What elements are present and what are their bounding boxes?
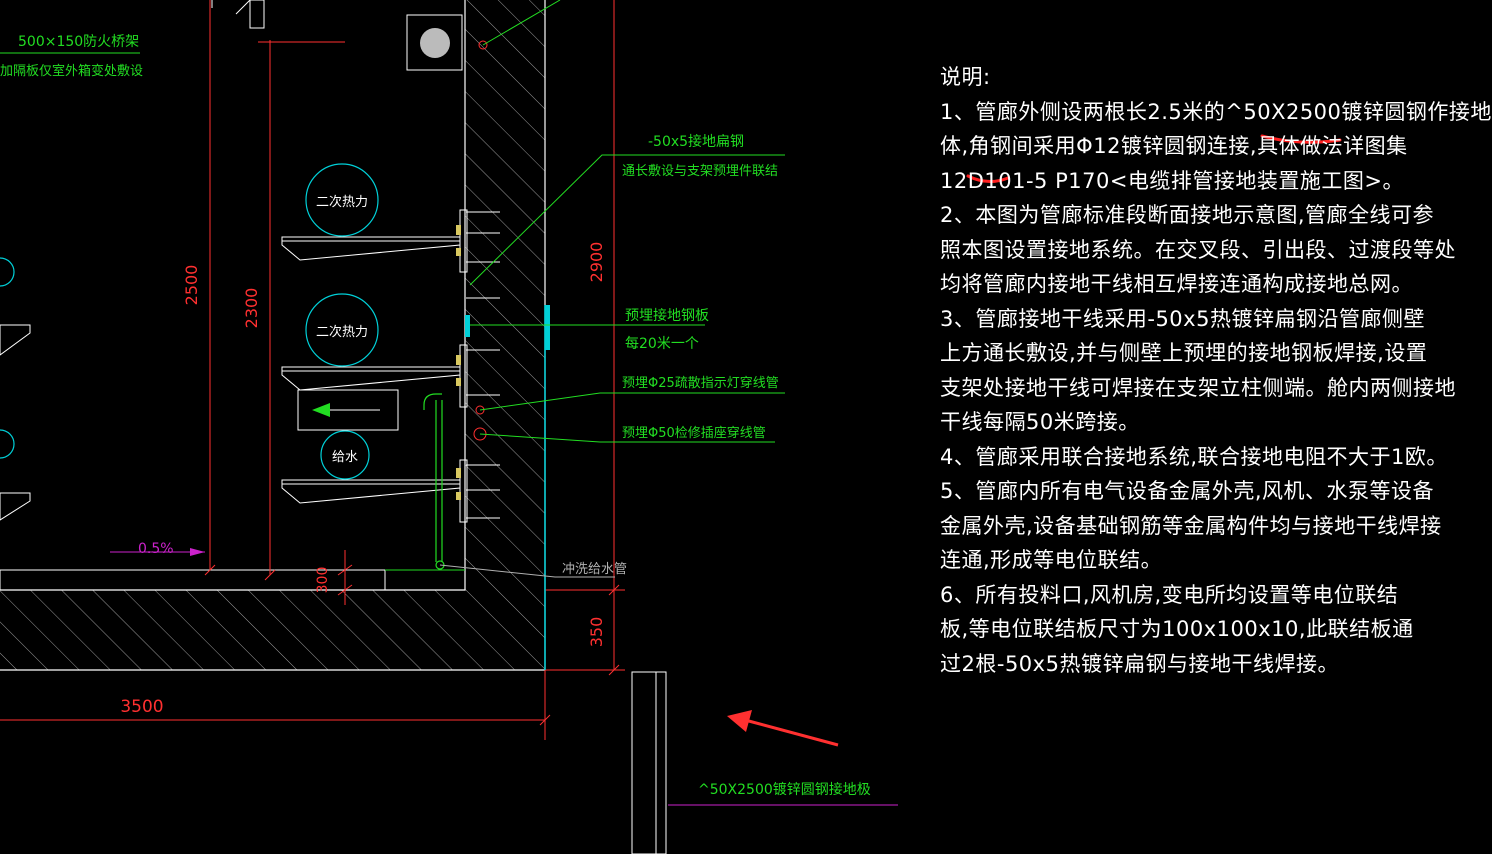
conduits: [473, 40, 488, 441]
notes-heading: 说明:: [940, 65, 991, 89]
air-duct: [297, 389, 399, 431]
dim-350: 350: [587, 617, 606, 648]
bracket-studs: [459, 209, 500, 523]
note-line: 6、所有投料口,风机房,变电所均设置等电位联结: [940, 582, 1399, 607]
dimension-lines: [0, 0, 625, 740]
pipe-heat-1: 二次热力: [305, 163, 379, 237]
cad-drawing: 2500 2300 2900 300 350 3500: [0, 0, 1342, 854]
pipe-water-supply: 给水: [320, 430, 370, 480]
dim-2900: 2900: [587, 242, 606, 283]
slope-arrow: [190, 548, 205, 556]
cable-brackets: [0, 236, 461, 521]
pipe-water-label: 给水: [332, 450, 358, 465]
note-line: 4、管廊采用联合接地系统,联合接地电阻不大于1欧。: [940, 444, 1448, 469]
red-pointer-arrow: [727, 710, 839, 747]
label-embedded-plate-sub: 每20米一个: [625, 336, 699, 352]
label-rod-plate: ^50X2500镀锌圆钢接地极: [698, 781, 871, 798]
label-embedded-plate: 预埋接地钢板: [625, 307, 709, 324]
pipe-heat-2: 二次热力: [305, 293, 379, 367]
label-fire-tray-sub: 加隔板仅室外箱变处敷设: [0, 63, 143, 79]
left-pipe-fragments: [0, 257, 15, 459]
note-line: 支架处接地干线可焊接在支架立柱侧端。舱内两侧接地: [940, 375, 1456, 400]
dim-300: 300: [315, 567, 331, 594]
top-fragments: [209, 0, 265, 570]
note-line: 上方通长敷设,并与侧壁上预埋的接地钢板焊接,设置: [940, 341, 1428, 365]
label-flush-pipe: 冲洗给水管: [562, 562, 627, 577]
dim-2300: 2300: [242, 288, 261, 329]
note-line: 金属外壳,设备基础钢筋等金属构件均与接地干线焊接: [940, 513, 1442, 538]
note-line: 照本图设置接地系统。在交叉段、引出段、过渡段等处: [940, 237, 1456, 262]
flush-water-pipe: [423, 393, 445, 570]
note-line: 均将管廊内接地干线相互焊接连通构成接地总网。: [940, 272, 1413, 296]
note-line: 5、管廊内所有电气设备金属外壳,风机、水泵等设备: [940, 479, 1435, 503]
note-highlight-marks: [966, 134, 1342, 183]
concrete-wall: [0, 0, 546, 671]
dim-3500: 3500: [120, 697, 163, 717]
floor-screed: [0, 569, 465, 591]
label-conduit-50: 预埋Φ50检修插座穿线管: [622, 425, 766, 441]
ground-rod: [631, 671, 667, 854]
pipe-heat-2-label: 二次热力: [316, 324, 368, 340]
note-line: 连通,形成等电位联结。: [940, 548, 1163, 572]
note-line: 过2根-50x5热镀锌扁钢与接地干线焊接。: [940, 651, 1339, 676]
note-line: 体,角钢间采用Φ12镀锌圆钢连接,具体做法详图集: [940, 134, 1408, 158]
label-slope: 0.5%: [138, 541, 174, 557]
label-flat-steel: -50x5接地扁钢: [648, 133, 744, 150]
exhaust-fan-box: [406, 14, 463, 71]
notes-block: 说明: 1、管廊外侧设两根长2.5米的^50X2500镀锌圆钢作接地 体,角钢间…: [940, 60, 1492, 681]
note-line: 1、管廊外侧设两根长2.5米的^50X2500镀锌圆钢作接地: [940, 99, 1492, 124]
note-line: 板,等电位联结板尺寸为100x100x10,此联结板通: [940, 617, 1414, 641]
note-line: 12D101-5 P170<电缆排管接地装置施工图>。: [940, 168, 1405, 193]
pipe-heat-1-label: 二次热力: [316, 194, 368, 210]
note-line: 2、本图为管廊标准段断面接地示意图,管廊全线可参: [940, 203, 1435, 227]
dim-2500: 2500: [182, 265, 201, 306]
note-line: 3、管廊接地干线采用-50x5热镀锌扁钢沿管廊侧壁: [940, 306, 1425, 331]
label-flat-steel-sub: 通长敷设与支架预埋件联结: [622, 164, 778, 179]
label-fire-tray: 500×150防火桥架: [18, 34, 139, 50]
note-line: 干线每隔50米跨接。: [940, 410, 1140, 434]
bracket-bolts: [456, 225, 461, 500]
label-conduit-25: 预埋Φ25疏散指示灯穿线管: [622, 375, 779, 391]
leader-lines: [0, 0, 898, 806]
